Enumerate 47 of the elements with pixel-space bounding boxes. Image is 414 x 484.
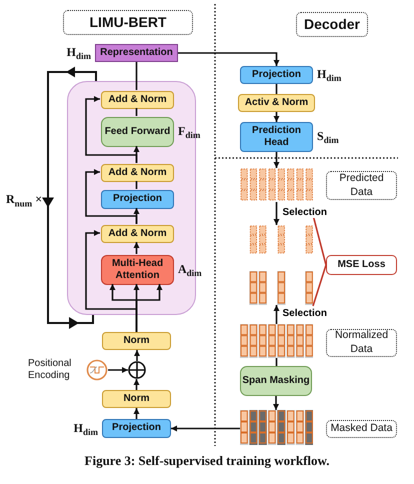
arrow <box>134 350 140 361</box>
process-box: Multi-Head Attention <box>101 255 174 285</box>
arrow <box>85 169 138 224</box>
arrow <box>273 396 279 410</box>
loss-box: MSE Loss <box>326 255 397 275</box>
arrow <box>134 242 140 254</box>
dimension-label: A$_{dim}$ <box>178 262 202 278</box>
process-box: Representation <box>95 44 178 62</box>
process-box: Add & Norm <box>101 91 174 109</box>
process-box: Span Masking <box>240 366 312 396</box>
edge-label: Selection <box>282 206 328 218</box>
section-label: Predicted Data <box>326 171 397 200</box>
arrow <box>134 379 140 390</box>
repeat-count-label: R$_{num}$ × <box>6 192 42 208</box>
process-box: Projection <box>240 66 313 84</box>
process-box: Add & Norm <box>101 164 174 182</box>
arrow <box>85 230 138 332</box>
process-box: Add & Norm <box>101 225 174 243</box>
process-box: Projection <box>101 190 174 209</box>
dimension-label: H$_{dim}$ <box>74 420 98 437</box>
process-box: Prediction Head <box>240 122 313 152</box>
arrow <box>274 112 280 122</box>
arrow <box>85 96 138 163</box>
label-text: Positional Encoding <box>28 358 72 382</box>
arrow <box>178 52 280 66</box>
dimension-label: S$_{dim}$ <box>317 128 339 146</box>
arrow <box>108 367 128 373</box>
arrow <box>274 305 280 324</box>
dimension-label: H$_{dim}$ <box>66 44 91 62</box>
process-box: Norm <box>102 332 171 350</box>
dimension-label: H$_{dim}$ <box>317 66 342 84</box>
section-label: Masked Data <box>326 420 397 438</box>
section-label: Normalized Data <box>326 329 397 357</box>
caption: Figure 3: Self-supervised training workflow. <box>84 453 330 469</box>
dimension-label: F$_{dim}$ <box>178 124 200 140</box>
process-box: Activ & Norm <box>238 94 315 112</box>
process-box: Feed Forward <box>101 117 174 147</box>
arrow <box>274 152 280 168</box>
edge-label: Selection <box>282 308 328 318</box>
section-label: LIMU-BERT <box>63 10 193 35</box>
arrow <box>274 202 280 225</box>
process-box: Norm <box>102 390 171 408</box>
section-label: Decoder <box>296 12 368 37</box>
sum-circle <box>128 361 146 379</box>
arrow <box>134 408 140 419</box>
process-box: Projection <box>102 419 171 438</box>
arrow <box>171 426 240 432</box>
